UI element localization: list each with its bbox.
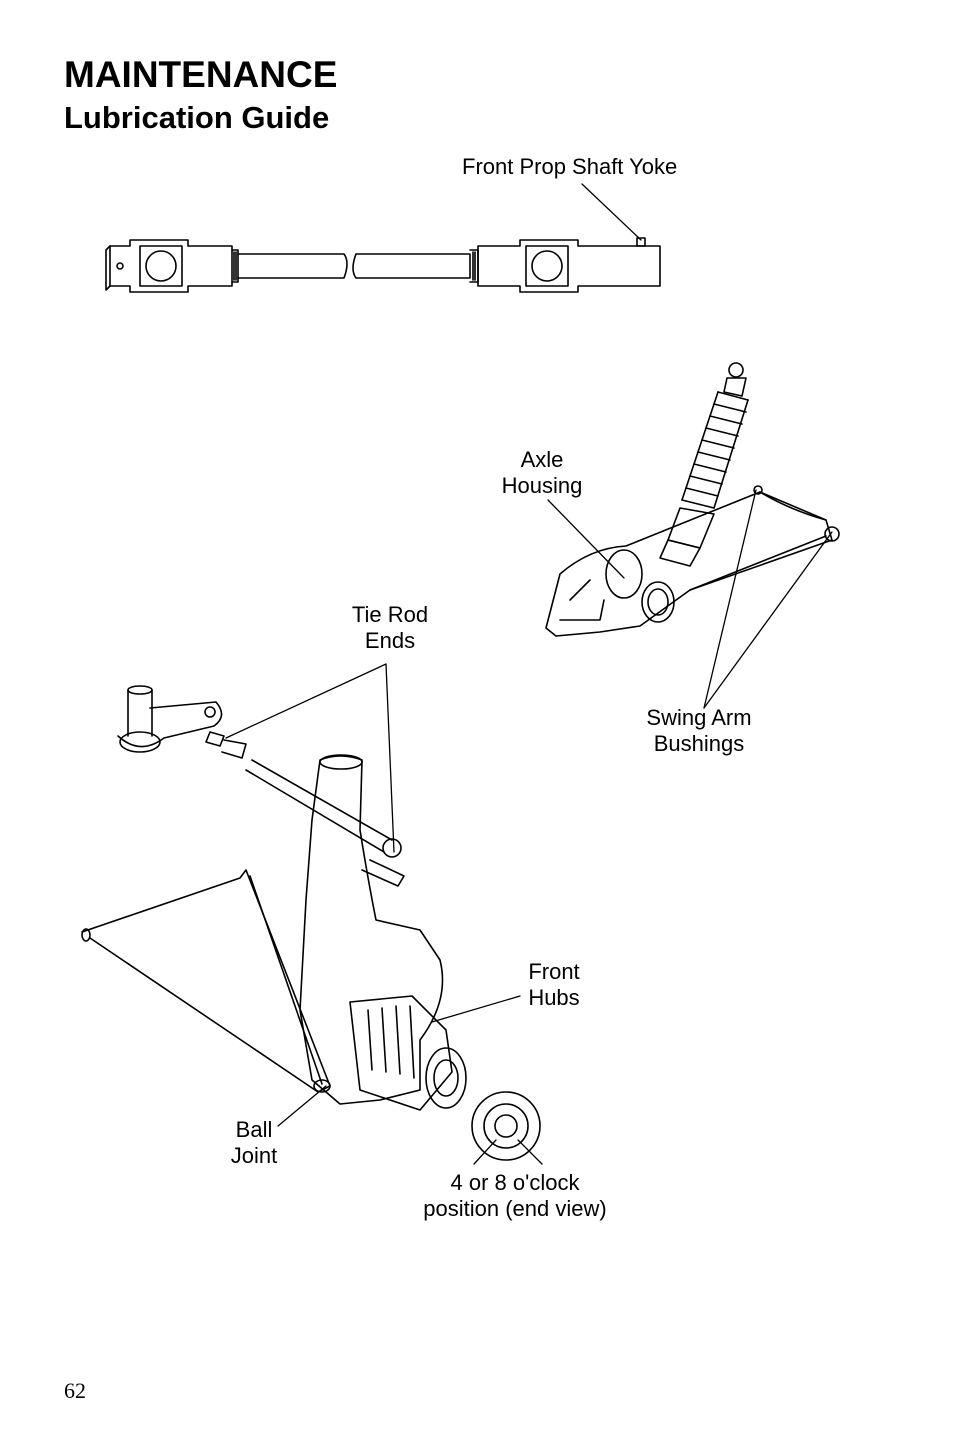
label-axle-housing-line2: Housing bbox=[501, 473, 583, 498]
label-front-hubs-line1: Front bbox=[528, 959, 580, 984]
swing-arm-illustration bbox=[545, 362, 840, 637]
label-swing-arm-bushings-line2: Bushings bbox=[653, 731, 745, 756]
label-tie-rod-ends: Tie Rod Ends bbox=[340, 602, 440, 654]
label-tie-rod-ends-line1: Tie Rod bbox=[351, 602, 429, 627]
label-clock-position-line1: 4 or 8 o'clock bbox=[450, 1170, 580, 1195]
label-axle-housing-line1: Axle bbox=[520, 447, 564, 472]
front-prop-shaft-illustration bbox=[105, 237, 661, 293]
hub-end-view-illustration bbox=[471, 1091, 541, 1161]
label-tie-rod-ends-line2: Ends bbox=[364, 628, 416, 653]
label-ball-joint-line1: Ball bbox=[235, 1117, 273, 1142]
label-front-prop-shaft-yoke-text: Front Prop Shaft Yoke bbox=[462, 154, 678, 179]
label-front-hubs: Front Hubs bbox=[518, 959, 590, 1011]
label-swing-arm-bushings: Swing Arm Bushings bbox=[634, 705, 764, 757]
section-title: MAINTENANCE bbox=[64, 54, 338, 95]
label-front-prop-shaft-yoke: Front Prop Shaft Yoke bbox=[462, 154, 677, 180]
label-ball-joint-line2: Joint bbox=[230, 1143, 278, 1168]
subsection-title: Lubrication Guide bbox=[64, 100, 330, 135]
label-front-hubs-line2: Hubs bbox=[528, 985, 580, 1010]
front-knuckle-illustration bbox=[81, 685, 467, 1111]
callout-leader-lines bbox=[225, 183, 833, 1165]
label-swing-arm-bushings-line1: Swing Arm bbox=[646, 705, 752, 730]
label-ball-joint: Ball Joint bbox=[222, 1117, 286, 1169]
label-axle-housing: Axle Housing bbox=[492, 447, 592, 499]
label-clock-position-line2: position (end view) bbox=[423, 1196, 607, 1221]
page-number: 62 bbox=[64, 1378, 86, 1403]
label-clock-position: 4 or 8 o'clock position (end view) bbox=[404, 1170, 626, 1222]
